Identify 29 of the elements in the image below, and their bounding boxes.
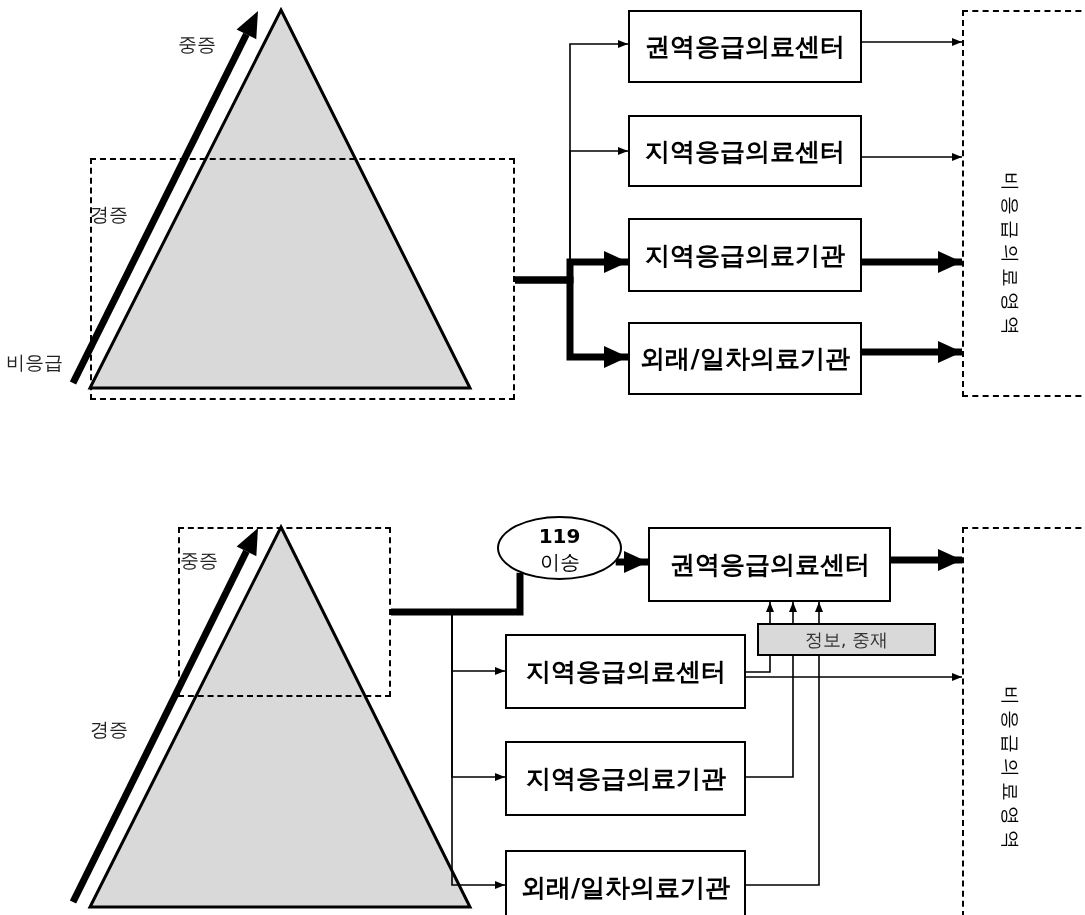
transport-ellipse: 119 이송 <box>497 516 622 580</box>
process-box: 지역응급의료기관 <box>505 741 746 816</box>
severity-label: 중증 <box>178 32 216 57</box>
severity-label: 중증 <box>180 548 218 573</box>
process-box: 권역응급의료센터 <box>628 10 862 83</box>
process-box: 지역응급의료기관 <box>628 218 862 292</box>
arrow <box>615 551 648 573</box>
process-box: 외래/일차의료기관 <box>628 322 862 395</box>
process-box: 지역응급의료센터 <box>505 634 746 709</box>
severity-label: 경증 <box>90 202 128 227</box>
arrow <box>861 153 963 161</box>
severity-label: 비응급 <box>6 350 63 375</box>
arrow <box>766 601 774 624</box>
process-box: 외래/일차의료기관 <box>505 850 746 915</box>
process-box: 권역응급의료센터 <box>648 527 891 602</box>
arrow <box>862 251 962 273</box>
arrow <box>861 38 963 46</box>
arrow <box>745 673 963 681</box>
dashed-frame <box>178 527 391 697</box>
severity-label: 경증 <box>90 717 128 742</box>
info-box: 정보, 중재 <box>757 623 936 656</box>
process-box: 지역응급의료센터 <box>628 115 862 187</box>
arrow <box>815 601 823 624</box>
arrow <box>789 601 797 624</box>
connector-line <box>745 655 794 778</box>
arrow <box>862 341 962 363</box>
connector-line <box>745 655 820 886</box>
dashed-frame <box>90 158 515 400</box>
connector-line <box>745 655 771 673</box>
